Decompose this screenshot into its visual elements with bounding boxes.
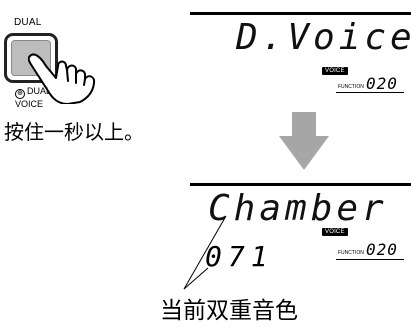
- lcd-top-main-text: D.Voice: [236, 17, 411, 58]
- function-underline: [336, 92, 404, 93]
- arrow-down-icon: [279, 112, 329, 170]
- dual-voice-line2: VOICE: [15, 99, 44, 109]
- function-label: FUNCTION: [338, 250, 364, 256]
- instruction-text: 按住一秒以上。: [4, 120, 144, 144]
- function-number: 020: [366, 74, 398, 93]
- voice-indicator-badge: VOICE: [322, 228, 348, 236]
- hand-press-icon: [28, 53, 96, 104]
- voice-number-display: 071: [205, 240, 274, 273]
- function-label: FUNCTION: [338, 84, 364, 90]
- lcd-bottom-main-text: Chamber: [208, 188, 388, 229]
- dual-button-title: DUAL: [14, 17, 42, 28]
- voice-indicator-badge: VOICE: [322, 67, 348, 75]
- dual-voice-sublabel: ⊕DUAL VOICE: [15, 86, 51, 109]
- current-dual-voice-caption: 当前双重音色: [160, 298, 298, 324]
- dual-voice-line1: DUAL: [27, 86, 52, 96]
- lcd-display-bottom: Chamber VOICE FUNCTION 020: [190, 183, 411, 281]
- lcd-display-top: D.Voice VOICE FUNCTION 020: [190, 12, 411, 105]
- function-underline: [336, 259, 404, 260]
- function-number: 020: [366, 240, 398, 259]
